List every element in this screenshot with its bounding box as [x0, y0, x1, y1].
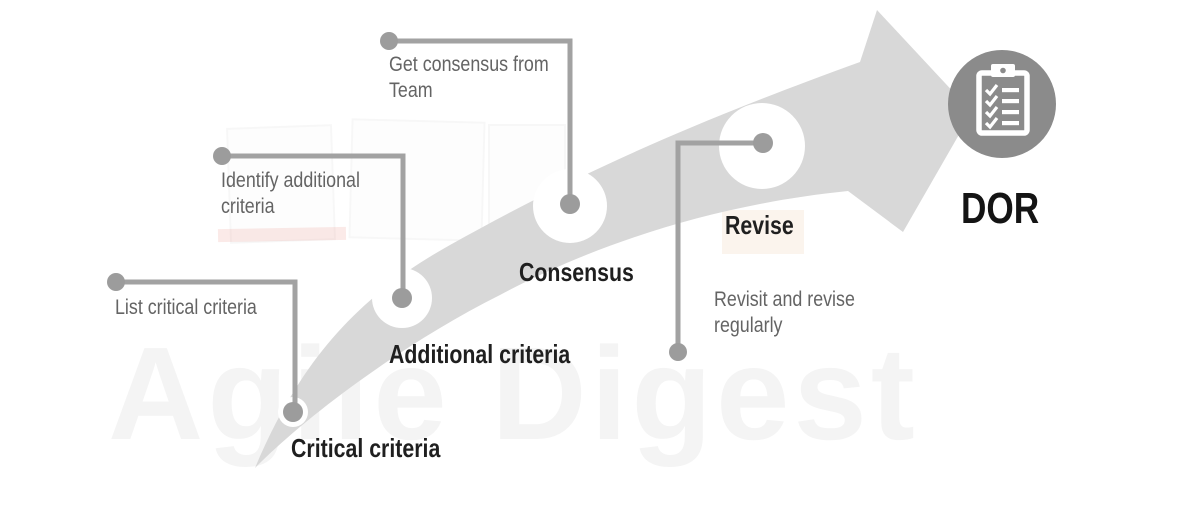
milestone-dot-critical-criteria: [283, 402, 303, 422]
swoosh-arrow-shape: [255, 10, 972, 468]
step-note-critical-criteria: List critical criteria: [115, 296, 257, 319]
step-label-critical-criteria: Critical criteria: [291, 433, 441, 463]
step-note-consensus: Get consensus from Team: [389, 53, 549, 102]
clipboard-checklist-icon: [976, 64, 1030, 136]
watermark-text: Agile Digest: [108, 320, 919, 467]
callout-line-critical-criteria: [116, 279, 298, 412]
callout-end-dot: [213, 147, 231, 165]
result-badge: [948, 50, 1056, 158]
result-label: DOR: [961, 184, 1040, 233]
step-label-revise: Revise: [725, 210, 794, 240]
milestone-dot-additional-criteria: [392, 288, 412, 308]
callout-end-dot: [107, 273, 125, 291]
callout-line-additional-criteria: [222, 153, 406, 298]
callout-end-dot: [380, 32, 398, 50]
callout-line-revise: [675, 140, 763, 352]
milestone-dot-revise: [753, 133, 773, 153]
callout-end-dot: [669, 343, 687, 361]
step-note-revise: Revisit and revise regularly: [714, 288, 855, 337]
background-ghost-shape: [722, 210, 804, 254]
step-label-consensus: Consensus: [519, 257, 634, 287]
callout-line-consensus: [389, 38, 573, 204]
milestone-dot-consensus: [560, 194, 580, 214]
step-note-additional-criteria: Identify additional criteria: [221, 169, 360, 218]
step-label-additional-criteria: Additional criteria: [389, 339, 571, 369]
